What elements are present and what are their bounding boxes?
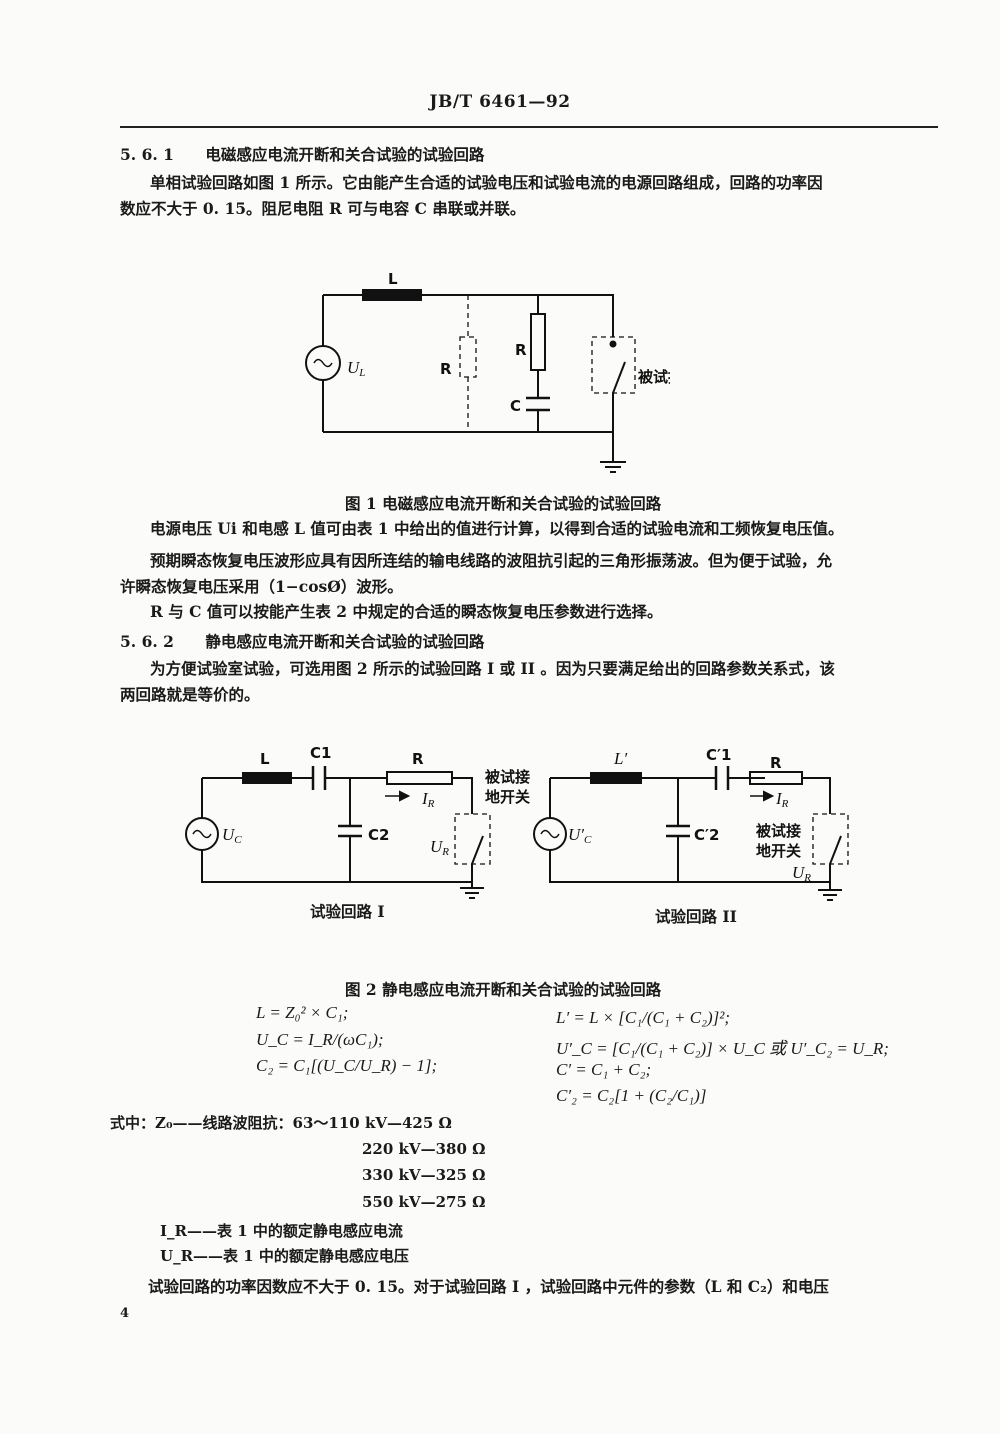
equation-right-1: L′ = L × [C₁/(C₁ + C₂)]²; — [556, 1008, 731, 1027]
fig1-label-R: R — [515, 341, 527, 359]
inductor-L-prime — [590, 772, 642, 784]
figure2-circuit-2: L′ C′1 R IR U′C C′2 被试接 地开关 UR — [533, 746, 849, 901]
inductor-L — [242, 772, 292, 784]
fig2c2-label-R: R — [770, 754, 782, 772]
equation-left-1: L = Z₀² × C₁; — [256, 1003, 349, 1022]
figure2-circuit-1: L C1 R IR UC C2 UR 被试接 地开关 — [185, 744, 530, 899]
fig2c2-label-switch-1: 被试接 — [756, 822, 801, 840]
fig2c1-label-switch-2: 地开关 — [485, 788, 530, 806]
paragraph-line: 两回路就是等价的。 — [120, 685, 260, 704]
fig2c1-label-switch-1: 被试接 — [485, 768, 530, 786]
ur-definition: U_R——表 1 中的额定静电感应电压 — [160, 1247, 409, 1265]
ir-definition: I_R——表 1 中的额定静电感应电流 — [160, 1222, 403, 1240]
section-title: 静电感应电流开断和关合试验的试验回路 — [205, 632, 485, 651]
paragraph-line: 电源电压 Ui 和电感 L 值可由表 1 中给出的值进行计算，以得到合适的试验电… — [150, 519, 844, 538]
fig1-label-source: UL — [347, 358, 365, 379]
figure2-caption: 图 2 静电感应电流开断和关合试验的试验回路 — [345, 980, 662, 999]
equation-right-2: U′_C = [C₁/(C₁ + C₂)] × U_C 或 U′_C₂ = U_… — [556, 1039, 889, 1058]
paragraph-line: 单相试验回路如图 1 所示。它由能产生合适的试验电压和试验电流的电源回路组成，回… — [150, 173, 823, 192]
fig2c2-label-source: U′C — [568, 825, 592, 846]
fig2c1-label-L: L — [260, 750, 270, 768]
fig2c1-label-IR: IR — [421, 789, 435, 810]
z0-value: 550 kV—275 Ω — [362, 1193, 486, 1211]
equation-left-2: U_C = I_R/(ωC₁); — [256, 1030, 384, 1049]
paragraph-line: 数应不大于 0. 15。阻尼电阻 R 可与电容 C 串联或并联。 — [120, 199, 526, 218]
paragraph-line: 试验回路的功率因数应不大于 0. 15。对于试验回路 I ，试验回路中元件的参数… — [148, 1277, 829, 1296]
fig2c2-label-UR: UR — [792, 863, 811, 884]
fig2c2-label-C1: C′1 — [706, 746, 731, 764]
fig2c1-label-C1: C1 — [310, 744, 331, 762]
z0-definition: 式中：Z₀——线路波阻抗： — [110, 1114, 293, 1132]
fig2c2-label-C2: C′2 — [694, 826, 719, 844]
fig2c2-label-IR: IR — [775, 789, 789, 810]
fig2c2-label-L: L′ — [613, 749, 627, 768]
section-title: 电磁感应电流开断和关合试验的试验回路 — [205, 145, 485, 164]
section-number: 5. 6. 1 — [120, 145, 174, 164]
fig2c1-label-R: R — [412, 750, 424, 768]
fig2c1-label-source: UC — [222, 825, 242, 846]
paragraph-line: 预期瞬态恢复电压波形应具有因所连结的输电线路的波阻抗引起的三角形振荡波。但为便于… — [150, 551, 833, 570]
paragraph-line: 为方便试验室试验，可选用图 2 所示的试验回路 I 或 II 。因为只要满足给出… — [150, 659, 835, 678]
equation-right-4: C′₂ = C₂[1 + (C₂/C₁)] — [556, 1086, 707, 1105]
inductor-L — [362, 289, 422, 301]
z0-value: 330 kV—325 Ω — [362, 1166, 486, 1184]
figure2-circuit-2-label: 试验回路 II — [655, 907, 737, 926]
equation-right-3: C′ = C₁ + C₂; — [556, 1060, 652, 1079]
document-header: JB/T 6461—92 — [429, 92, 571, 112]
fig2c1-label-C2: C2 — [368, 826, 389, 844]
fig2c2-label-switch-2: 地开关 — [756, 842, 801, 860]
section-number: 5. 6. 2 — [120, 632, 174, 651]
section-5-6-2-heading: 5. 6. 2 静电感应电流开断和关合试验的试验回路 — [120, 630, 484, 652]
figure1-caption: 图 1 电磁感应电流开断和关合试验的试验回路 — [345, 494, 662, 513]
header-rule — [120, 126, 938, 128]
equation-left-3: C₂ = C₁[(U_C/U_R) − 1]; — [256, 1056, 438, 1075]
fig1-label-L: L — [388, 270, 398, 288]
fig2c1-label-UR: UR — [430, 837, 449, 858]
paragraph-line: 许瞬态恢复电压采用（1−cosØ）波形。 — [120, 577, 403, 596]
definitions-row: 式中：Z₀——线路波阻抗：63～110 kV—425 Ω — [110, 1112, 452, 1133]
fig1-label-C: C — [510, 397, 521, 415]
figure2-circuit-1-label: 试验回路 I — [310, 902, 385, 921]
page-number: 4 — [120, 1306, 130, 1321]
z0-value: 63～110 kV—425 Ω — [292, 1114, 452, 1132]
section-5-6-1-heading: 5. 6. 1 电磁感应电流开断和关合试验的试验回路 — [120, 143, 484, 165]
fig1-label-R-dashed: R — [440, 360, 452, 378]
paragraph-line: R 与 C 值可以按能产生表 2 中规定的合适的瞬态恢复电压参数进行选择。 — [150, 602, 663, 621]
z0-value: 220 kV—380 Ω — [362, 1140, 486, 1158]
